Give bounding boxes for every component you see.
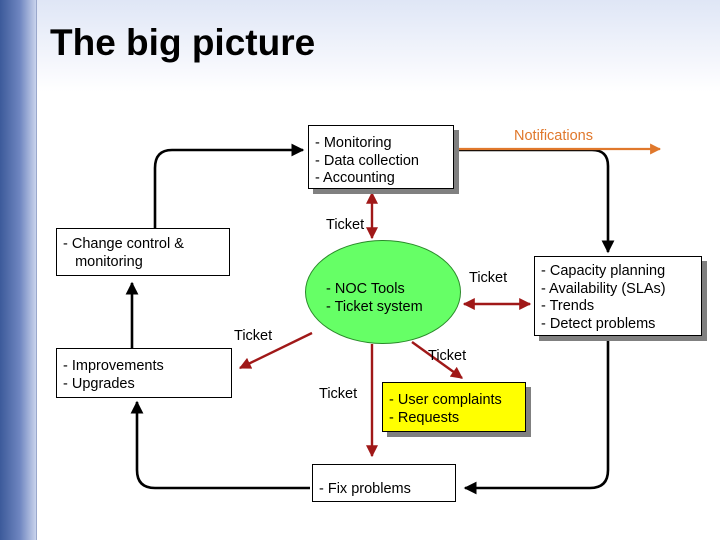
capacity-line: - Detect problems: [541, 315, 656, 332]
improvements-line: - Upgrades: [63, 375, 135, 392]
user-complaints-line: - User complaints: [389, 392, 502, 408]
monitoring-box: - Monitoring - Data collection - Account…: [308, 125, 454, 189]
flow-arrow-to-improvements: [130, 400, 310, 490]
change-control-line: monitoring: [63, 253, 143, 270]
ticket-label-bottom-right: Ticket: [428, 348, 467, 364]
improvements-line: - Improvements: [63, 358, 164, 374]
noc-tools-line: - NOC Tools: [326, 281, 405, 297]
capacity-line: - Availability (SLAs): [541, 280, 666, 297]
title-bar: [36, 0, 720, 92]
user-complaints-line: - Requests: [389, 409, 460, 426]
ticket-arrow-bottom-right: [411, 341, 463, 379]
ticket-label-bottom: Ticket: [319, 386, 358, 402]
noc-tools-ellipse: [305, 240, 461, 344]
slide-frame: [36, 0, 720, 540]
monitoring-line: - Monitoring: [315, 135, 392, 151]
slide-title: The big picture: [50, 22, 316, 63]
flow-arrow-to-capacity: [452, 148, 615, 254]
fix-problems-line: - Fix problems: [319, 481, 411, 497]
capacity-line: - Trends: [541, 298, 595, 314]
fix-problems-box: - Fix problems: [312, 464, 456, 502]
change-control-line: - Change control &: [63, 236, 184, 252]
flow-arrow-to-fix-problems: [463, 338, 610, 495]
change-control-box: - Change control & monitoring: [56, 228, 230, 276]
noc-tools-line: - Ticket system: [326, 299, 423, 315]
capacity-box: - Capacity planning - Availability (SLAs…: [534, 256, 702, 336]
ticket-label-left: Ticket: [234, 328, 273, 344]
ticket-label-top: Ticket: [326, 217, 365, 233]
noc-tools-text: - NOC Tools - Ticket system: [326, 280, 423, 316]
ticket-arrow-left: [238, 331, 313, 370]
slide-left-band: [0, 0, 36, 540]
notifications-label: Notifications: [514, 128, 593, 144]
monitoring-line: - Data collection: [315, 152, 419, 169]
ticket-label-right: Ticket: [469, 270, 508, 286]
capacity-line: - Capacity planning: [541, 263, 666, 279]
monitoring-line: - Accounting: [315, 170, 395, 186]
user-complaints-box: - User complaints - Requests: [382, 382, 526, 432]
improvements-box: - Improvements - Upgrades: [56, 348, 232, 398]
flow-arrow-to-monitoring: [153, 143, 305, 228]
